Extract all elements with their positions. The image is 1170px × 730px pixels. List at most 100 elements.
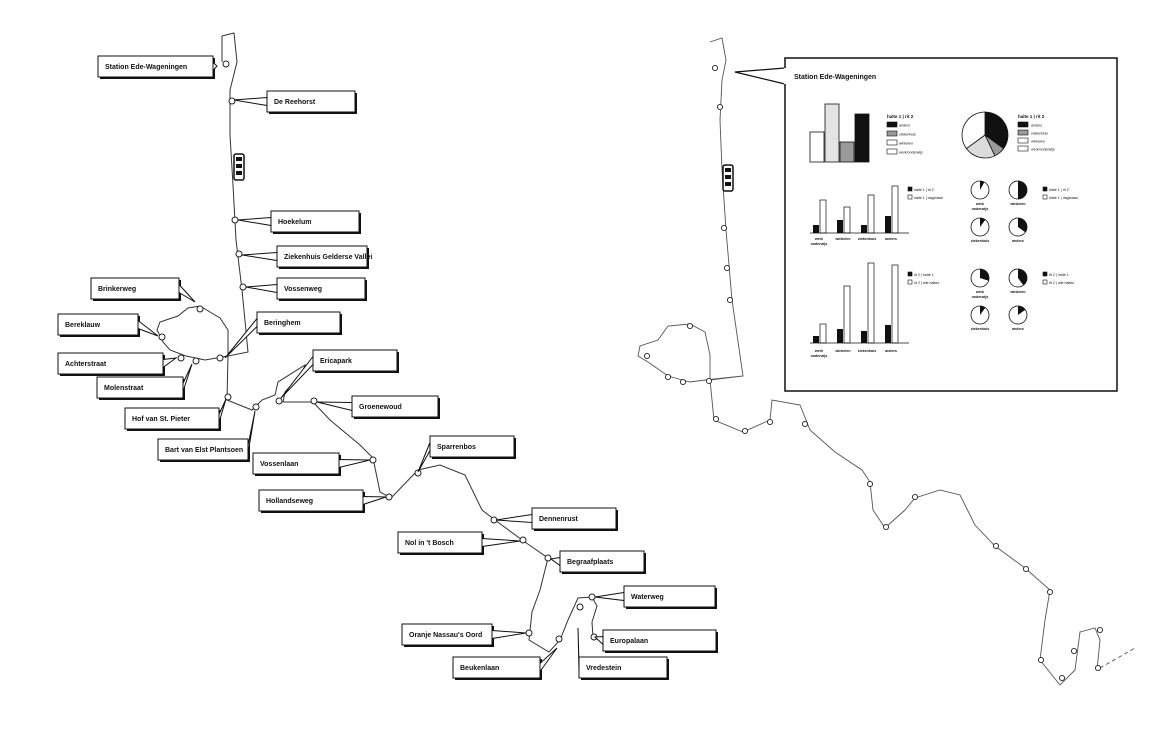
stop-callout[interactable]: De Reehorst [233, 90, 357, 114]
stop-marker[interactable] [224, 393, 232, 401]
stop-callout[interactable]: Nol in 't Bosch [397, 531, 521, 555]
stop-marker[interactable] [1058, 674, 1066, 682]
stop-marker[interactable] [720, 224, 728, 232]
stop-marker[interactable] [555, 635, 563, 643]
stop-name: Brinkerweg [98, 286, 136, 293]
stop-marker[interactable] [686, 322, 694, 330]
stop-marker[interactable] [711, 64, 719, 72]
stop-marker[interactable] [369, 456, 377, 464]
stop-marker[interactable] [252, 403, 260, 411]
stop-marker[interactable] [1037, 656, 1045, 664]
stop-marker[interactable] [235, 250, 243, 258]
stop-marker[interactable] [741, 427, 749, 435]
stop-marker[interactable] [726, 296, 734, 304]
stop-callout[interactable]: Molenstraat [96, 363, 193, 400]
stop-name: Nol in 't Bosch [405, 540, 454, 547]
top-pie-legend: halte 1 | rit 2andersziekenhuiswinkelenw… [1017, 114, 1055, 152]
stop-callout[interactable]: Sparrenbos [417, 435, 516, 473]
stop-callout[interactable]: Vossenweg [245, 277, 367, 301]
stop-callout[interactable]: Vredestein [577, 627, 669, 680]
category-label: anders [885, 237, 897, 241]
bar-stop [837, 220, 843, 233]
stop-callout[interactable]: Begraafplaats [549, 550, 646, 574]
stop-marker[interactable] [716, 103, 724, 111]
callout-pointer [233, 96, 268, 107]
category-label: werk [814, 349, 823, 353]
stop-name: Bart van Elst Plantsoen [165, 447, 243, 454]
stop-callout[interactable]: Beringhem [224, 311, 342, 359]
stop-marker[interactable] [544, 554, 552, 562]
callout-box [602, 629, 717, 652]
stop-marker[interactable] [992, 542, 1000, 550]
stop-marker[interactable] [643, 352, 651, 360]
stop-callout[interactable]: Beukenlaan [452, 647, 558, 680]
mini-pie-label: anders [1012, 239, 1024, 243]
stop-callout[interactable]: Hollandseweg [258, 489, 387, 513]
stop-marker[interactable] [519, 536, 527, 544]
stop-callout[interactable]: Europalaan [593, 629, 718, 653]
stop-marker[interactable] [679, 378, 687, 386]
stop-marker[interactable] [414, 469, 422, 477]
legend-swatch [886, 148, 898, 155]
stop-marker[interactable] [231, 216, 239, 224]
legend-item: winkelen [1031, 140, 1045, 144]
stop-marker[interactable] [801, 420, 809, 428]
stop-marker[interactable] [664, 373, 672, 381]
stop-marker[interactable] [1096, 626, 1104, 634]
stop-marker[interactable] [705, 377, 713, 385]
stop-callout[interactable]: Bereklauw [57, 313, 159, 337]
stop-marker[interactable] [239, 283, 247, 291]
stop-callout[interactable]: Vossenlaan [252, 452, 371, 476]
stop-callout[interactable]: Station Ede-Wageningen [97, 55, 218, 79]
bar-winkelen [824, 103, 840, 163]
stop-marker[interactable] [385, 493, 393, 501]
stop-callout[interactable]: Achterstraat [57, 352, 178, 376]
callout-box [578, 656, 668, 679]
mini-pie-slice [1018, 269, 1027, 286]
stop-callout[interactable]: Waterweg [594, 585, 717, 609]
stop-callout[interactable]: Ziekenhuis Gelderse Vallei [241, 245, 372, 269]
stop-marker[interactable] [275, 397, 283, 405]
stop-callout[interactable]: Ericapark [280, 349, 399, 399]
callout-pointer [316, 401, 353, 412]
bar-total [843, 285, 851, 344]
stop-marker[interactable] [158, 333, 166, 341]
info-panel-pointer [734, 67, 786, 85]
stop-marker[interactable] [576, 603, 584, 611]
legend-title: halte 1 | rit 2 [887, 114, 914, 119]
stop-callout[interactable]: Bart van Elst Plantsoen [157, 410, 256, 462]
stop-callout[interactable]: Hof van St. Pieter [124, 398, 227, 431]
stop-callout[interactable]: Brinkerweg [90, 277, 196, 303]
stop-marker[interactable] [196, 305, 204, 313]
bar-stop [837, 329, 843, 343]
stop-marker[interactable] [1070, 647, 1078, 655]
stop-marker[interactable] [911, 493, 919, 501]
stop-marker[interactable] [882, 523, 890, 531]
stop-marker[interactable] [712, 415, 720, 423]
stop-marker[interactable] [1046, 588, 1054, 596]
stop-marker[interactable] [1022, 565, 1030, 573]
stop-callout[interactable]: Dennenrust [495, 507, 618, 531]
stop-marker[interactable] [310, 397, 318, 405]
stop-marker[interactable] [588, 593, 596, 601]
callout-box [429, 435, 515, 458]
stop-marker[interactable] [1094, 664, 1102, 672]
callout-pointer [491, 629, 527, 640]
stop-marker[interactable] [222, 60, 230, 68]
stop-callout[interactable]: Hoekelum [237, 210, 361, 234]
stop-callout[interactable]: Groenewoud [316, 395, 440, 419]
stop-marker[interactable] [228, 97, 236, 105]
stop-marker[interactable] [525, 629, 533, 637]
legend-item: werk/onderwijs [899, 151, 923, 155]
callout-box [397, 531, 483, 554]
legend-swatch [1042, 186, 1048, 192]
stop-marker[interactable] [216, 354, 224, 362]
stop-marker[interactable] [766, 418, 774, 426]
stop-marker[interactable] [866, 480, 874, 488]
bar-stop [813, 225, 819, 233]
stop-marker[interactable] [177, 354, 185, 362]
stop-marker[interactable] [192, 357, 200, 365]
stop-marker[interactable] [723, 264, 731, 272]
stop-callout[interactable]: Oranje Nassau's Oord [401, 623, 527, 647]
